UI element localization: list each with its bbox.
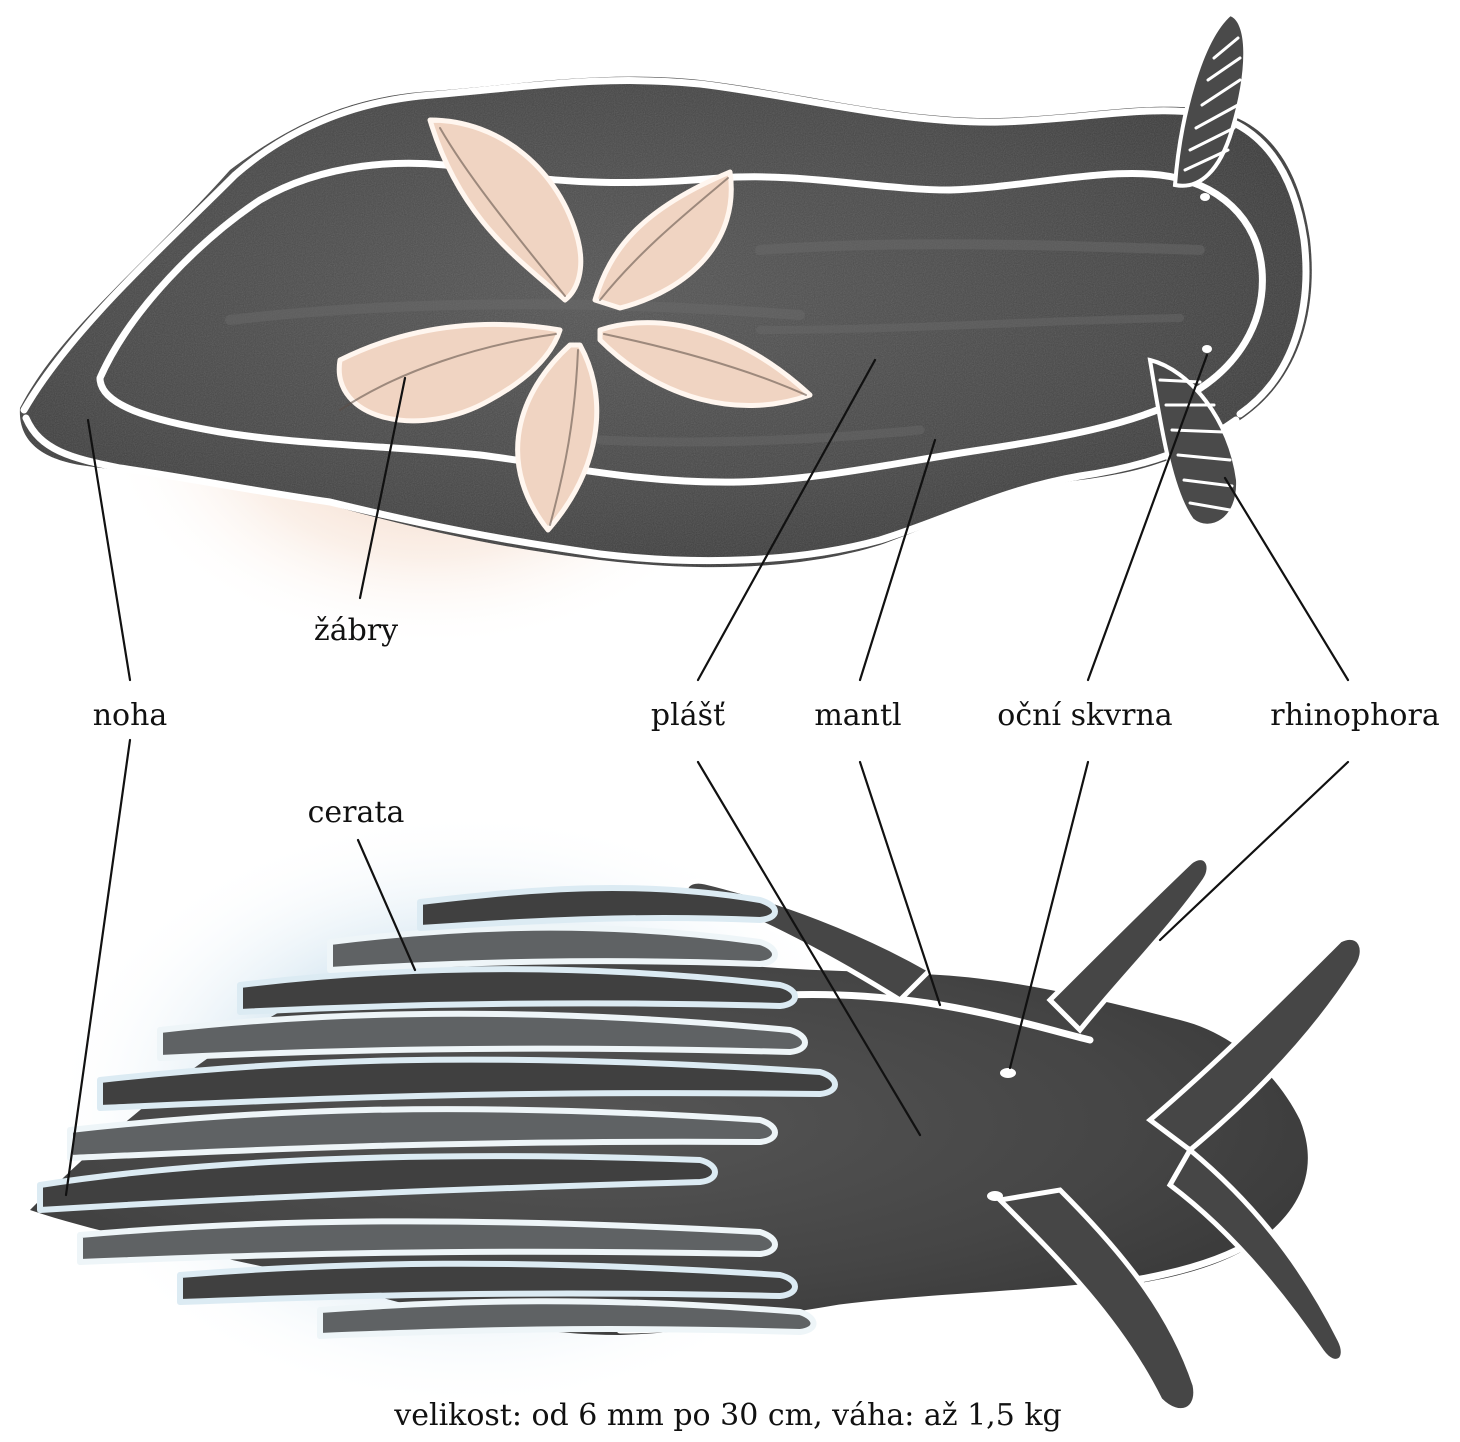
caption: velikost: od 6 mm po 30 cm, váha: až 1,5… [393, 1398, 1061, 1433]
aeolid-nudibranch [30, 810, 1362, 1411]
eyespot [1200, 193, 1210, 201]
label-foot: noha [93, 698, 168, 733]
leader-rhinophore-top [1225, 478, 1348, 680]
rhinophore [1050, 858, 1209, 1030]
leader-rhinophore-bottom [1160, 762, 1348, 940]
eyespot [987, 1191, 1003, 1201]
dorid-nudibranch [20, 14, 1312, 650]
eyespot [1202, 345, 1212, 353]
label-gills: žábry [314, 613, 398, 648]
label-cerata: cerata [308, 795, 405, 830]
label-rhinophore: rhinophora [1270, 698, 1440, 733]
label-cloak: plášť [651, 698, 725, 733]
label-mantle: mantl [814, 698, 901, 733]
label-eyespot: oční skvrna [997, 698, 1173, 733]
eyespot [1000, 1068, 1016, 1078]
